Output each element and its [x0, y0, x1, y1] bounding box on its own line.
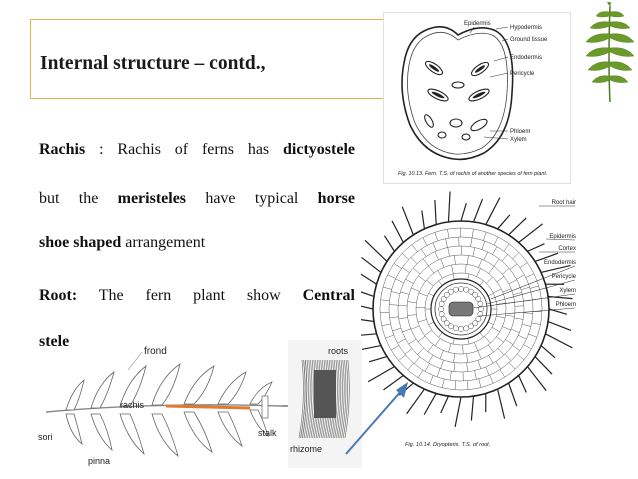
label-pinna: pinna — [88, 456, 110, 466]
fern-frond-image — [580, 0, 636, 106]
label-root-hair: Root hair — [552, 200, 576, 206]
rachis-ts-figure: Epidermis Hypodermis Ground tissue Endod… — [383, 12, 571, 184]
label-rhizome: rhizome — [290, 444, 322, 454]
label-frond: frond — [144, 346, 167, 357]
text-run: arrangement — [121, 234, 206, 251]
fern-plant-diagram: frond rachis sori pinna stalk — [36, 336, 328, 468]
title-box: Internal structure – contd., — [30, 19, 440, 99]
body-line-1: Rachis : Rachis of ferns has dictyostele — [39, 140, 355, 160]
text-run: dictyostele — [283, 141, 355, 158]
text-run: Rachis — [39, 141, 86, 158]
slide-title: Internal structure – contd., — [40, 53, 266, 74]
text-run: Central — [302, 287, 355, 304]
body-line-3: shoe shaped arrangement — [39, 233, 355, 253]
label-stalk: stalk — [258, 428, 277, 438]
label-phloem-root: Phloem — [556, 302, 576, 308]
label-sori: sori — [38, 432, 53, 442]
label-epidermis-root: Epidermis — [549, 234, 576, 240]
label-roots: roots — [328, 346, 349, 356]
rachis-caption: Fig. 10.13. Fern. T.S. of rachis of anot… — [398, 171, 547, 177]
label-epidermis-rachis: Epidermis — [464, 21, 491, 27]
text-run: shoe shaped — [39, 234, 122, 251]
label-rachis-fern: rachis — [120, 400, 145, 410]
label-hypodermis: Hypodermis — [510, 25, 542, 31]
label-phloem-rachis: Phloem — [510, 129, 530, 135]
label-pericycle-root: Pericycle — [552, 274, 577, 280]
root-ts-figure: Root hair Epidermis Cortex Endodermis Pe… — [344, 184, 587, 454]
text-run: meristeles — [117, 190, 187, 207]
text-run: Root: — [39, 287, 78, 304]
text-run: have typical — [186, 190, 318, 207]
label-ground-tissue: Ground tissue — [510, 37, 548, 43]
label-endodermis-root: Endodermis — [544, 260, 576, 266]
label-xylem-rachis: Xylem — [510, 137, 527, 143]
body-line-4: Root: The fern plant show Central — [39, 286, 355, 306]
text-run: The fern plant show — [77, 287, 303, 304]
body-line-5: stele — [39, 332, 355, 352]
root-caption: Fig. 10.14. Dryopteris. T.S. of root. — [405, 442, 490, 448]
diagram-arrow — [345, 382, 408, 455]
text-run: but the — [39, 190, 118, 207]
text-run: stele — [39, 333, 70, 350]
label-cortex: Cortex — [558, 246, 576, 252]
label-xylem-root: Xylem — [559, 288, 576, 294]
label-pericycle-rachis: Pericycle — [510, 71, 535, 77]
rhizome-roots-figure: roots rhizome — [288, 340, 362, 468]
text-run: : Rachis of ferns has — [85, 141, 284, 158]
text-run: horse — [317, 190, 355, 207]
body-line-2: but the meristeles have typical horse — [39, 189, 355, 209]
label-endodermis-rachis: Endodermis — [510, 55, 542, 61]
